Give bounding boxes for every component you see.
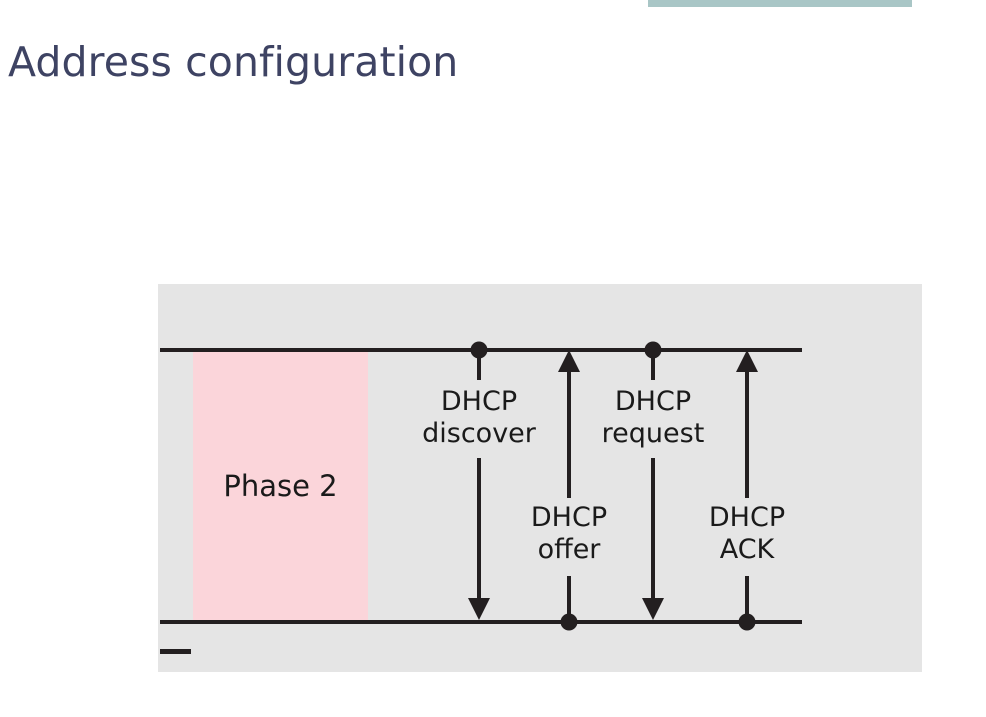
arrow-stem-upper: [745, 370, 749, 498]
message-label-line2: discover: [422, 417, 536, 449]
message-label-line2: ACK: [719, 533, 775, 565]
message-label-line1: DHCP: [440, 386, 518, 417]
message-label-line2: offer: [537, 533, 601, 565]
message-dhcp-request: DHCP request: [563, 348, 743, 622]
message-label-line1: DHCP: [614, 386, 692, 417]
arrow-stem-lower: [477, 458, 481, 600]
timeline-tick-dash: [160, 649, 191, 654]
message-label-line2: request: [601, 417, 705, 449]
arrow-stem-upper: [567, 370, 571, 498]
message-label-dhcp-ack: DHCP ACK: [709, 502, 785, 566]
dhcp-sequence-diagram: Phase 2 DHCP discover DHCP offer DHCP re…: [158, 284, 922, 672]
phase-label: Phase 2: [223, 469, 338, 503]
page-title: Address configuration: [8, 38, 459, 87]
message-dhcp-discover: DHCP discover: [389, 348, 569, 622]
message-label-line1: DHCP: [708, 502, 786, 533]
phase-highlight-box: [193, 352, 368, 620]
message-dhcp-ack: DHCP ACK: [672, 348, 822, 622]
accent-bar: [648, 0, 912, 7]
arrowhead-up-icon: [558, 350, 580, 372]
message-label-dhcp-request: DHCP request: [602, 386, 705, 450]
node-dot-ack-origin: [738, 613, 756, 631]
arrowhead-down-icon: [468, 598, 490, 620]
arrow-stem-upper: [651, 350, 655, 380]
arrowhead-down-icon: [642, 598, 664, 620]
message-label-line1: DHCP: [530, 502, 608, 533]
server-timeline: [160, 620, 802, 624]
arrow-stem-lower: [567, 576, 571, 622]
arrow-stem-lower: [745, 576, 749, 622]
node-dot-offer-origin: [560, 613, 578, 631]
message-label-dhcp-offer: DHCP offer: [531, 502, 607, 566]
message-label-dhcp-discover: DHCP discover: [422, 386, 536, 450]
arrowhead-up-icon: [736, 350, 758, 372]
arrow-stem-lower: [651, 458, 655, 600]
arrow-stem-upper: [477, 350, 481, 380]
message-dhcp-offer: DHCP offer: [494, 348, 644, 622]
